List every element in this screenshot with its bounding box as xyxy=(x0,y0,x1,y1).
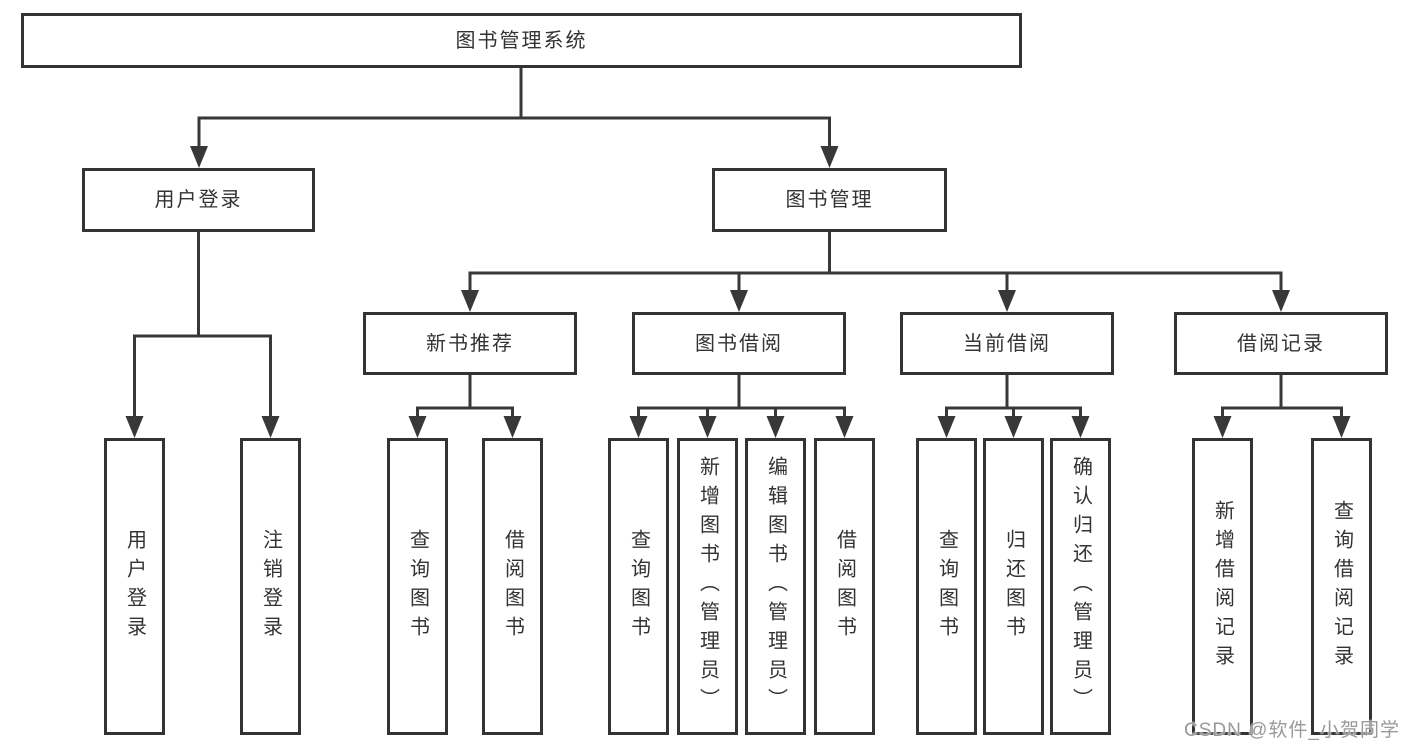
leaf-borrow-books-recommend: 借阅图书 xyxy=(482,438,543,735)
node-borrowing-records: 借阅记录 xyxy=(1174,312,1388,375)
node-label: 借阅图书 xyxy=(833,528,856,645)
node-label: 查询图书 xyxy=(406,528,429,645)
node-label: 借阅图书 xyxy=(501,528,524,645)
node-label: 查询图书 xyxy=(627,528,650,645)
node-label: 新增图书（管理员） xyxy=(696,456,719,717)
leaf-borrow-books-borrowing: 借阅图书 xyxy=(814,438,875,735)
node-label: 新书推荐 xyxy=(426,332,514,355)
leaf-logout: 注销登录 xyxy=(240,438,301,735)
leaf-return-books: 归还图书 xyxy=(983,438,1044,735)
leaf-query-borrow-record: 查询借阅记录 xyxy=(1311,438,1372,735)
node-label: 查询图书 xyxy=(935,528,958,645)
watermark: CSDN @软件_小贺同学 xyxy=(1184,720,1400,741)
leaf-query-books-recommend: 查询图书 xyxy=(387,438,448,735)
node-label: 借阅记录 xyxy=(1237,332,1325,355)
leaf-add-books-admin: 新增图书（管理员） xyxy=(677,438,738,735)
node-label: 编辑图书（管理员） xyxy=(764,456,787,717)
node-user-login: 用户登录 xyxy=(82,168,315,232)
leaf-confirm-return-admin: 确认归还（管理员） xyxy=(1050,438,1111,735)
node-book-borrowing: 图书借阅 xyxy=(632,312,846,375)
node-label: 图书管理系统 xyxy=(455,29,588,52)
leaf-add-borrow-record: 新增借阅记录 xyxy=(1192,438,1253,735)
node-label: 图书管理 xyxy=(785,189,874,211)
leaf-query-books-borrowing: 查询图书 xyxy=(608,438,669,735)
node-label: 归还图书 xyxy=(1002,528,1025,645)
node-label: 用户登录 xyxy=(123,528,146,645)
node-label: 用户登录 xyxy=(154,189,243,211)
node-label: 当前借阅 xyxy=(963,332,1051,355)
node-label: 图书借阅 xyxy=(695,332,783,355)
leaf-query-books-current: 查询图书 xyxy=(916,438,977,735)
leaf-user-login: 用户登录 xyxy=(104,438,165,735)
leaf-edit-books-admin: 编辑图书（管理员） xyxy=(745,438,806,735)
node-book-management: 图书管理 xyxy=(712,168,947,232)
node-label: 查询借阅记录 xyxy=(1330,499,1353,674)
node-new-book-recommendation: 新书推荐 xyxy=(363,312,577,375)
node-library-management-system: 图书管理系统 xyxy=(21,13,1022,68)
node-label: 新增借阅记录 xyxy=(1211,499,1234,674)
node-current-borrowing: 当前借阅 xyxy=(900,312,1114,375)
node-label: 确认归还（管理员） xyxy=(1069,456,1092,717)
node-label: 注销登录 xyxy=(259,528,282,645)
